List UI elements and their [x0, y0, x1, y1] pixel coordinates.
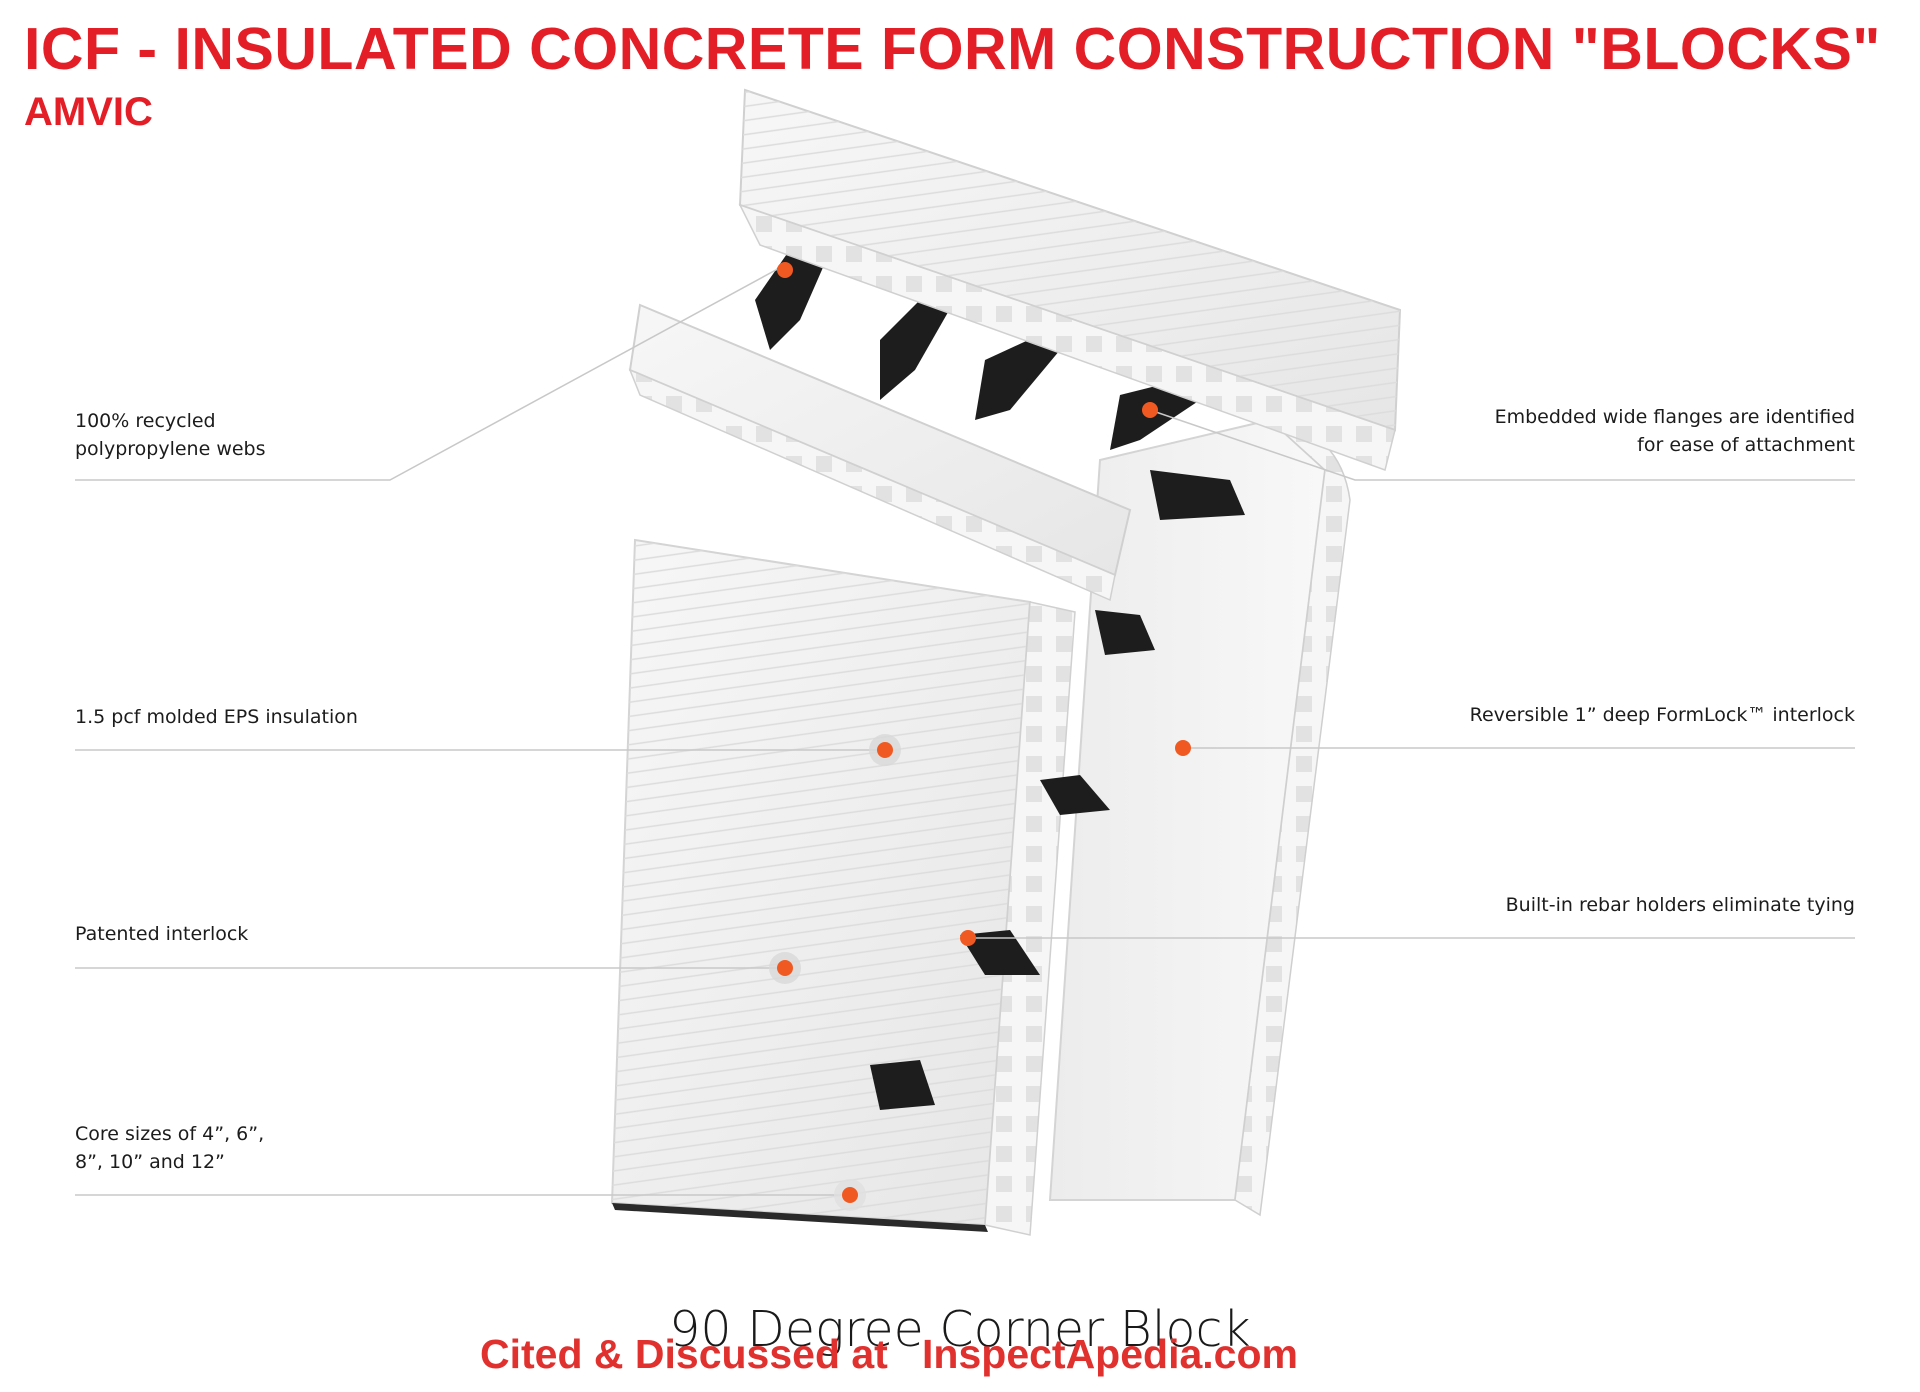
callout-webs: 100% recycled polypropylene webs: [75, 410, 266, 460]
page-title: ICF - INSULATED CONCRETE FORM CONSTRUCTI…: [24, 16, 1881, 82]
credit-line: Cited & Discussed at InspectApedia.com: [480, 1334, 1298, 1375]
marker-core: [842, 1187, 858, 1203]
leader-lines: [75, 264, 1855, 1196]
marker-rebar: [960, 930, 976, 946]
marker-eps: [877, 742, 893, 758]
callout-interlock: Patented interlock: [75, 923, 249, 945]
callout-core-sizes: Core sizes of 4”, 6”, 8”, 10” and 12”: [75, 1123, 265, 1173]
marker-webs: [777, 262, 793, 278]
callout-flanges: Embedded wide flanges are identified for…: [1494, 406, 1855, 456]
diagram-caption: 90 Degree Corner Block: [669, 1301, 1251, 1358]
marker-flanges: [1142, 402, 1158, 418]
credit-prefix: Cited & Discussed at: [480, 1331, 888, 1377]
credit-site: InspectApedia.com: [922, 1331, 1298, 1377]
callout-eps: 1.5 pcf molded EPS insulation: [75, 706, 358, 728]
top-foam-panel: [738, 88, 1402, 471]
middle-foam-panel: [628, 303, 1132, 602]
marker-formlock: [1175, 740, 1191, 756]
marker-interlock: [777, 960, 793, 976]
callout-formlock: Reversible 1” deep FormLock™ interlock: [1469, 704, 1855, 726]
callout-rebar: Built-in rebar holders eliminate tying: [1505, 894, 1855, 916]
front-foam-panel: [610, 538, 1076, 1236]
page-subtitle: AMVIC: [24, 90, 153, 134]
callout-markers: [769, 262, 1191, 1211]
